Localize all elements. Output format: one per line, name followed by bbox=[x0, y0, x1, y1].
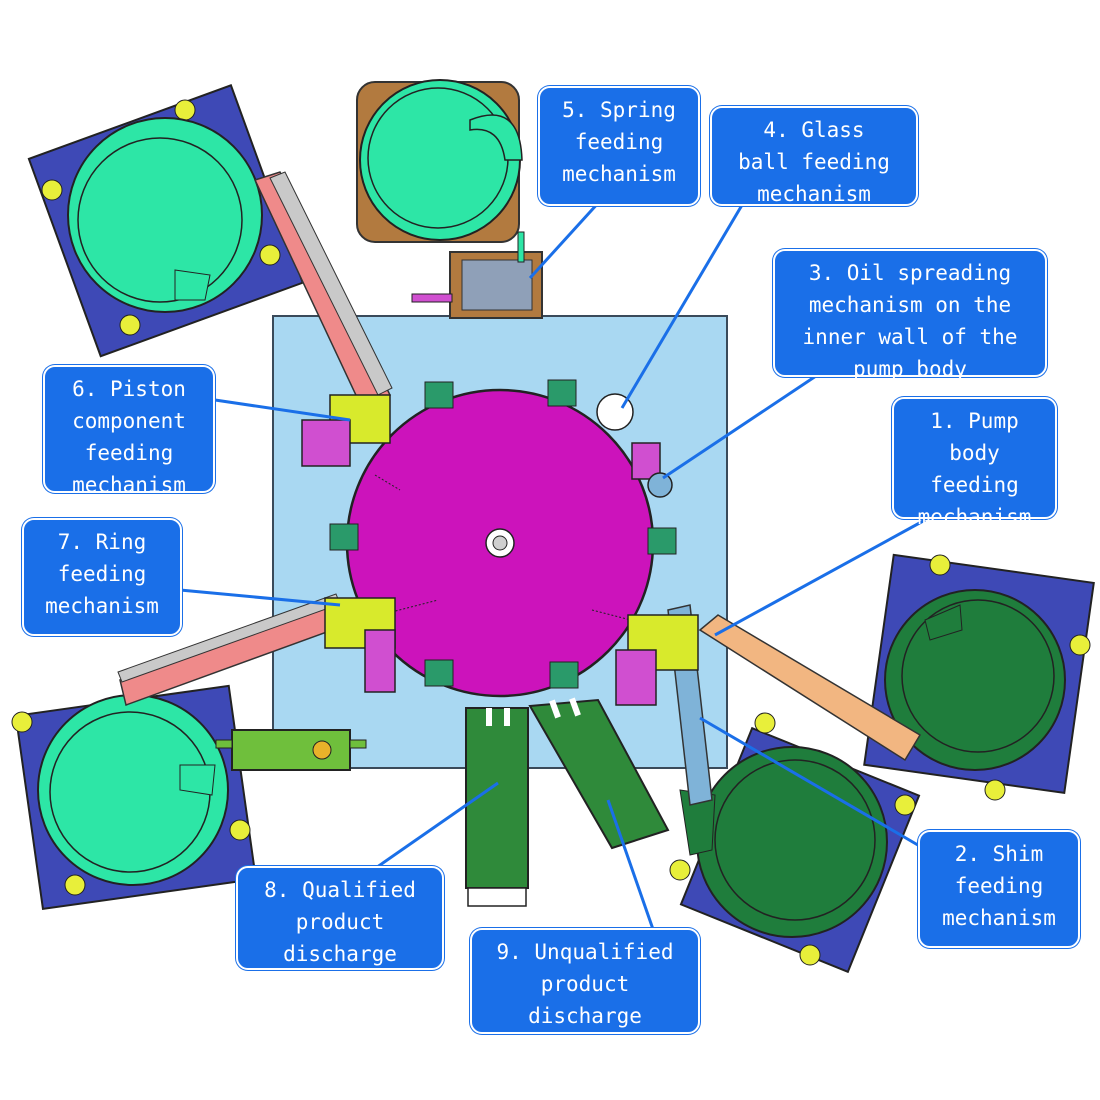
pointer-piston bbox=[214, 398, 351, 422]
label-piston: 6. Piston component feeding mechanism bbox=[43, 365, 215, 497]
station-fixtures bbox=[301, 379, 699, 706]
shim-feeder-bowl bbox=[667, 604, 921, 974]
control-box bbox=[215, 729, 367, 771]
pointer-unqualified bbox=[606, 799, 657, 936]
pointer-qualified bbox=[369, 781, 499, 874]
label-glass-ball: 4. Glass ball feeding mechanism bbox=[710, 106, 918, 206]
ring-feeder-bowl bbox=[11, 593, 347, 911]
pointer-shim bbox=[699, 716, 936, 857]
pointer-glass-ball bbox=[620, 199, 747, 409]
pointer-pump-body bbox=[714, 518, 926, 637]
piston-feeder-bowl bbox=[27, 84, 393, 409]
label-qualified: 8. Qualified product discharge bbox=[236, 866, 444, 970]
pointer-ring bbox=[179, 588, 341, 607]
label-ring: 7. Ring feeding mechanism bbox=[22, 518, 182, 636]
label-shim: 2. Shim feeding mechanism bbox=[918, 830, 1080, 948]
spring-feeder-bowl bbox=[356, 79, 543, 319]
pointer-oil bbox=[662, 358, 841, 480]
label-unqualified: 9. Unqualified product discharge bbox=[470, 928, 700, 1034]
label-spring: 5. Spring feeding mechanism bbox=[538, 86, 700, 206]
label-pump-body: 1. Pump body feeding mechanism bbox=[892, 397, 1057, 529]
unqualified-discharge-chute bbox=[528, 697, 670, 850]
label-oil-spreading: 3. Oil spreading mechanism on the inner … bbox=[773, 249, 1047, 381]
qualified-discharge-chute bbox=[465, 707, 529, 907]
pump-body-feeder-bowl bbox=[698, 553, 1095, 801]
